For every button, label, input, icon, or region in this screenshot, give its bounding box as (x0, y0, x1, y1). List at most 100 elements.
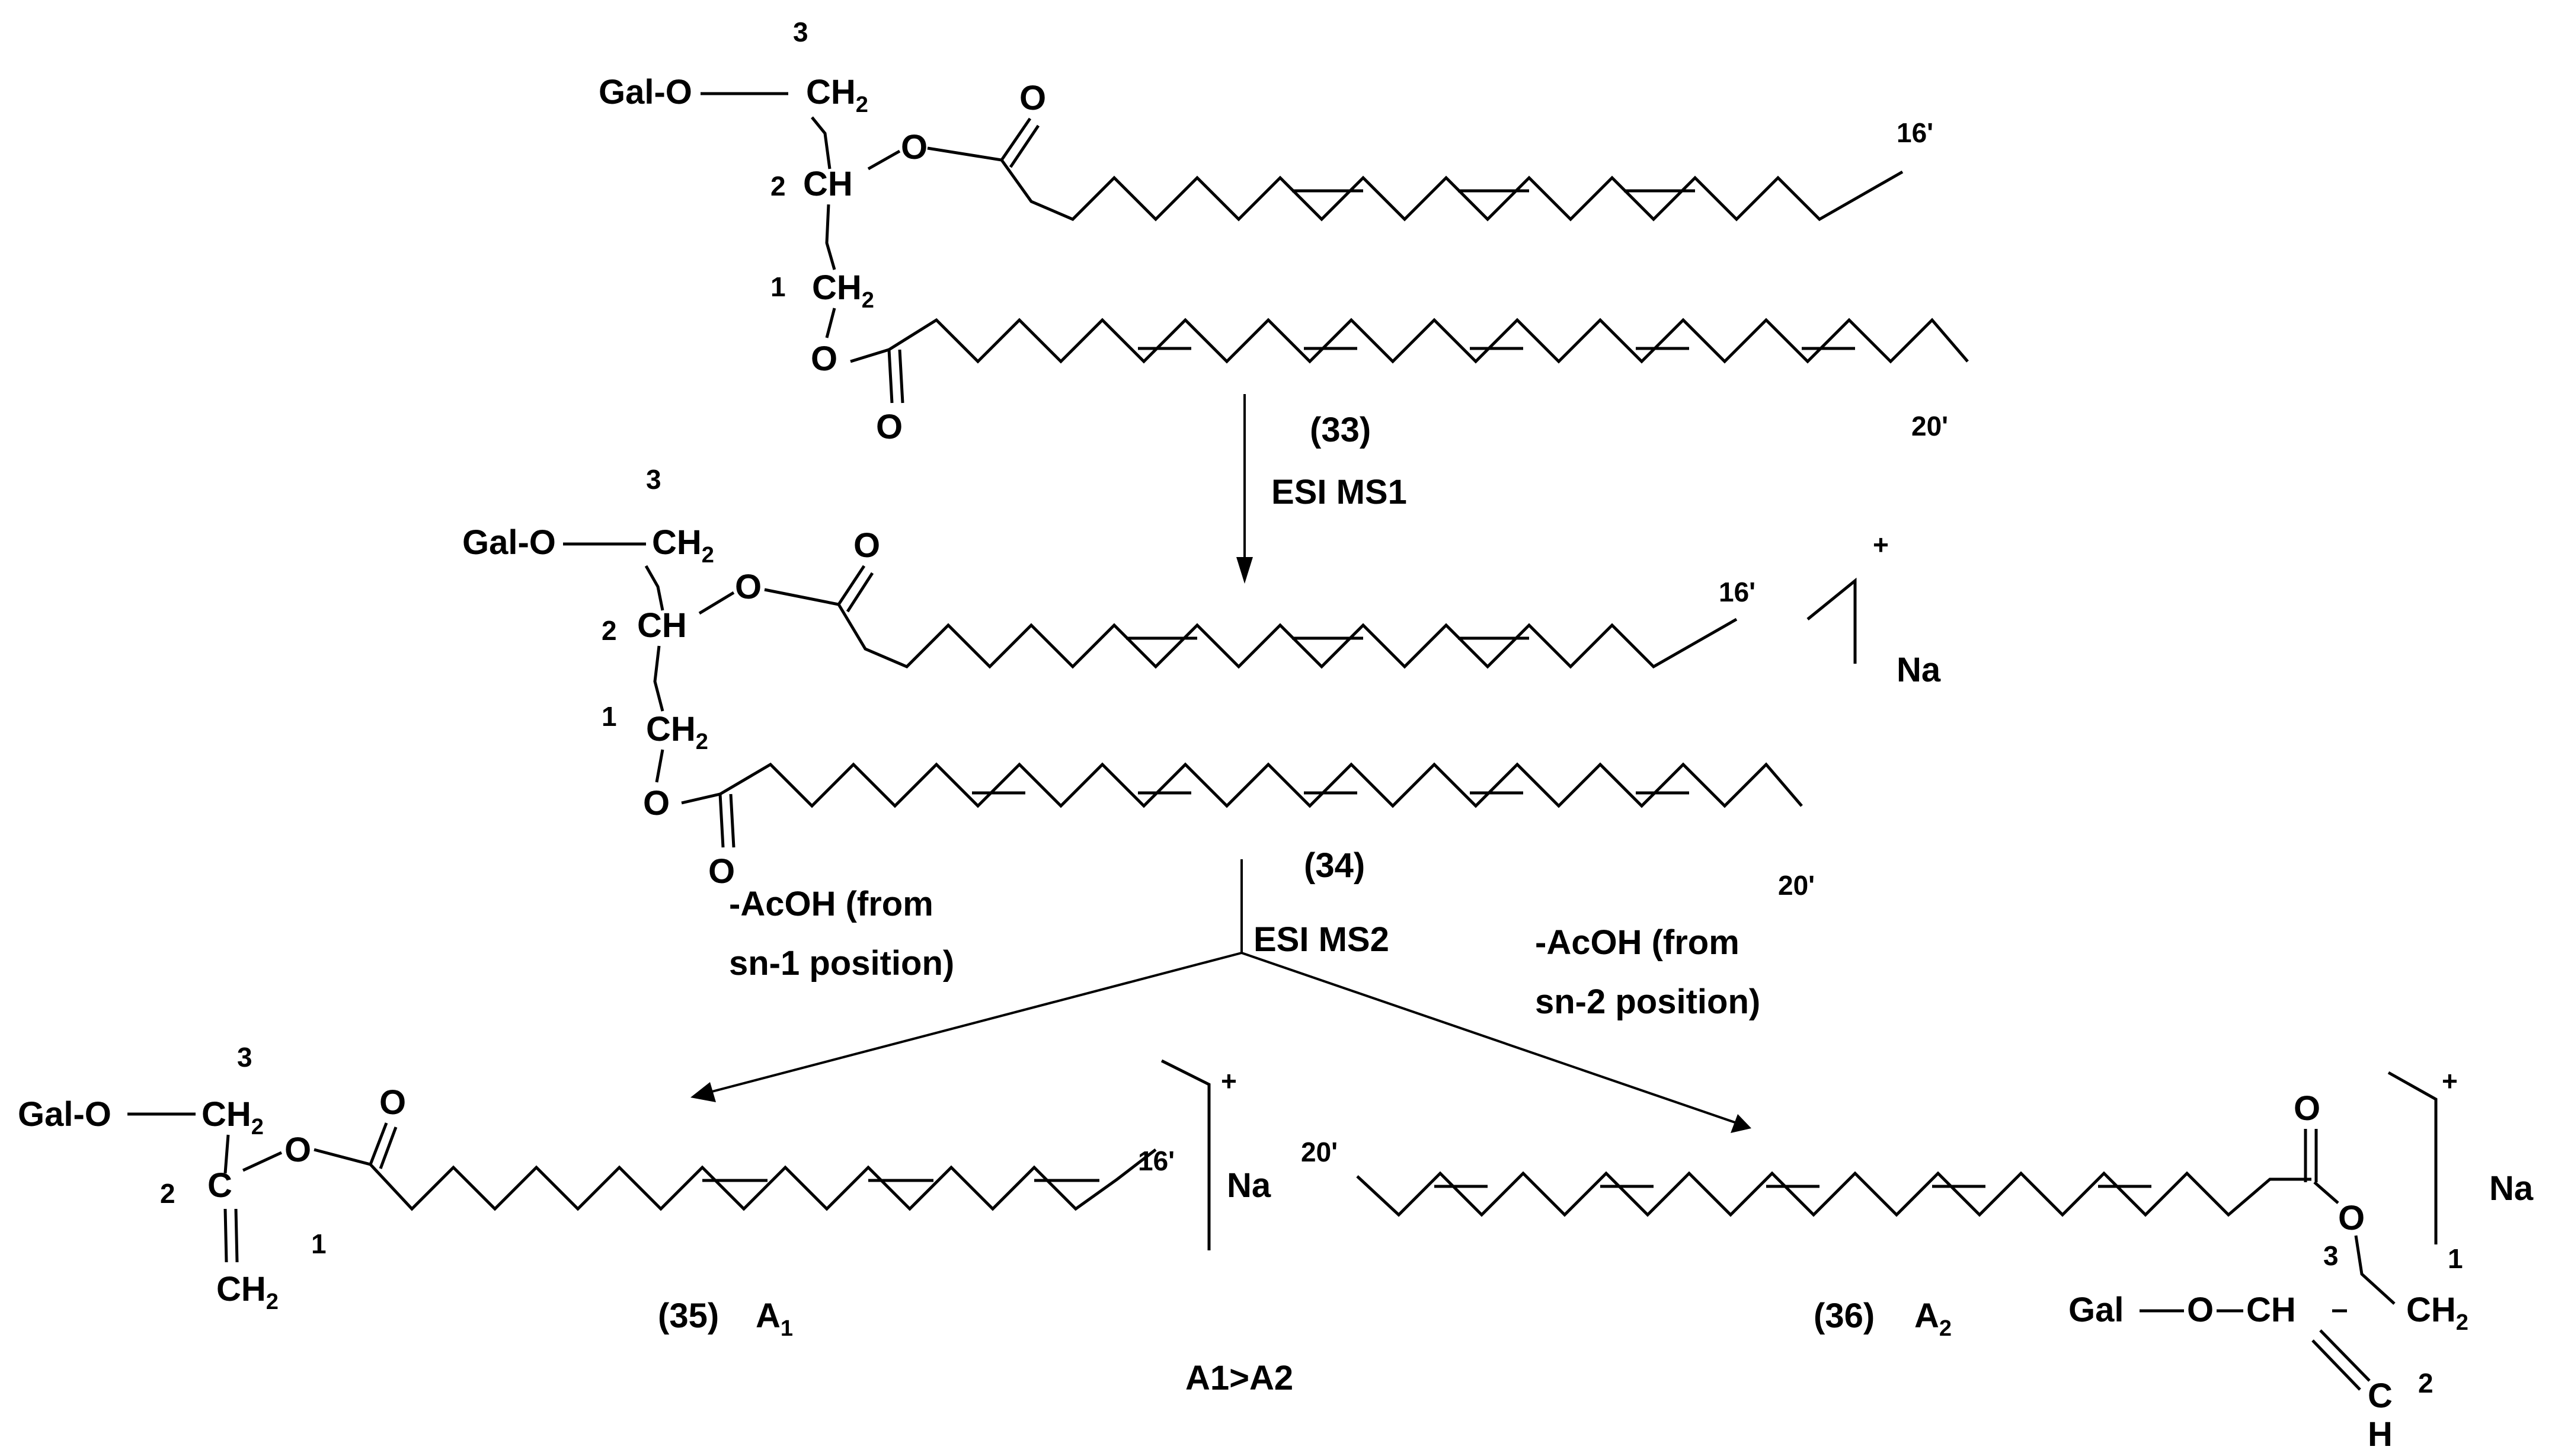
carbonyl-double-bond (369, 1122, 398, 1169)
bond-c2-o (242, 1151, 283, 1172)
charge-plus: + (1873, 529, 1889, 560)
ester-oxygen-sn2: O (735, 568, 762, 606)
compound-34-structure: Gal-O 3 CH2 2 CH 1 CH2 O O O O 16' 20' +… (462, 464, 1941, 901)
ratio-label: A1>A2 (1185, 1359, 1293, 1397)
compound-label-33: (33) (1310, 411, 1371, 449)
glycerol-backbone (811, 116, 836, 338)
loss-sn2-line1: -AcOH (from (1535, 923, 1739, 962)
sodium-label: Na (1897, 651, 1941, 689)
compound-label-36: (36) (1814, 1297, 1875, 1335)
position-2: 2 (602, 615, 617, 646)
label-h: H (2368, 1415, 2393, 1454)
label-gal: Gal (2068, 1291, 2124, 1329)
sodium-bracket (1160, 1059, 1211, 1250)
label-ch2-c3: CH2 (806, 73, 868, 117)
bond-o-carbonyl-sn1 (850, 348, 890, 363)
sodium-bracket (2387, 1071, 2438, 1244)
carbonyl-oxygen: O (379, 1083, 406, 1122)
label-ch2-c1: CH2 (812, 268, 874, 313)
product-label-a1: A1 (756, 1297, 793, 1341)
compound-label-34: (34) (1304, 846, 1365, 885)
label-gal-o: Gal-O (462, 523, 556, 562)
label-gal-o: Gal-O (599, 73, 692, 111)
acyl-chain-20 (1356, 1171, 2311, 1217)
label-ch2-c3: CH2 (652, 523, 714, 568)
label-ch2-c1: CH2 (646, 710, 708, 754)
position-3: 3 (237, 1042, 252, 1073)
bond-ch2-c2 (223, 1134, 230, 1174)
label-c-c2: C (207, 1166, 232, 1205)
loss-sn2-line2: sn-2 position) (1535, 983, 1760, 1021)
ester-oxygen: O (284, 1131, 311, 1169)
carbonyl-oxygen-sn1: O (708, 852, 735, 891)
bond-ch-o (698, 591, 735, 615)
carbonyl-double-bond-sn1 (887, 349, 904, 404)
bond-ch-o (867, 149, 901, 171)
carbon-20-label: 20' (1778, 870, 1815, 901)
glycerol-backbone (644, 565, 664, 783)
compound-36-structure: 20' O O + Na 3 1 Gal O CH CH2 C 2 H (1301, 1065, 2534, 1454)
label-ch-c3: CH (2246, 1291, 2296, 1329)
label-gal-o: Gal-O (18, 1095, 111, 1134)
ester-oxygen-sn1: O (811, 340, 837, 378)
position-2: 2 (770, 171, 786, 201)
vinyl-double-bond (223, 1208, 239, 1263)
carbonyl-oxygen-sn2: O (853, 526, 880, 565)
carbonyl-double-bond-sn2 (837, 565, 874, 613)
charge-plus: + (2442, 1065, 2458, 1096)
loss-sn1-line1: -AcOH (from (729, 885, 933, 923)
carbonyl-oxygen-sn1: O (876, 408, 903, 446)
position-1: 1 (602, 701, 617, 732)
chain-16 (764, 588, 1738, 669)
position-1: 1 (311, 1228, 327, 1259)
position-3: 3 (2323, 1240, 2339, 1271)
sodium-label: Na (1227, 1166, 1271, 1205)
carbonyl-oxygen-sn2: O (1019, 79, 1046, 117)
label-ch2-c1: CH2 (216, 1270, 279, 1314)
carbonyl-double-bond-sn2 (1000, 117, 1040, 168)
carbon-16-label: 16' (1897, 117, 1933, 148)
carbonyl-double-bond-sn1 (718, 793, 736, 848)
label-ch2-c3: CH2 (202, 1095, 264, 1140)
carbonyl-double-bond (2304, 1129, 2318, 1182)
vinyl-double-bond (2311, 1329, 2371, 1391)
ms2-branch-arrows (690, 859, 1751, 1133)
step-label-esi-ms1: ESI MS1 (1271, 473, 1407, 511)
label-o: O (2187, 1291, 2214, 1329)
label-ch2-c1: CH2 (2406, 1291, 2468, 1335)
label-c-c2: C (2368, 1377, 2393, 1415)
bond-o-carbonyl-sn1 (681, 792, 721, 805)
position-3: 3 (646, 464, 661, 495)
ester-oxygen-sn2: O (901, 128, 928, 167)
chain-20 (888, 318, 1969, 364)
acyl-chain-16 (314, 1148, 1157, 1211)
chain-20 (719, 762, 1803, 808)
product-label-a2: A2 (1914, 1297, 1952, 1341)
label-ch-c2: CH (637, 606, 687, 645)
position-1: 1 (770, 271, 786, 302)
label-ch-c2: CH (803, 165, 853, 203)
position-2: 2 (160, 1178, 175, 1209)
loss-sn1-line2: sn-1 position) (729, 944, 954, 983)
carbon-20-label: 20' (1911, 411, 1948, 441)
ester-oxygen: O (2338, 1199, 2365, 1237)
step-label-esi-ms2: ESI MS2 (1253, 920, 1389, 959)
compound-33-structure: Gal-O 3 CH2 2 CH 1 CH2 O O O O 16' 20' (599, 17, 1969, 446)
sodium-label: Na (2489, 1169, 2534, 1208)
bond-c-o-ester (2313, 1181, 2339, 1204)
ester-oxygen-sn1: O (643, 784, 670, 823)
bond-o-ch2 (2354, 1235, 2396, 1305)
chain-16 (927, 146, 1904, 222)
ms1-arrow (1236, 394, 1253, 584)
position-2: 2 (2418, 1368, 2434, 1399)
position-3: 3 (793, 17, 808, 47)
position-1: 1 (2448, 1243, 2463, 1274)
compound-label-35: (35) (658, 1297, 719, 1335)
charge-plus: + (1221, 1065, 1237, 1096)
carbon-16-label: 16' (1719, 577, 1755, 607)
compound-35-structure: Gal-O 3 CH2 O O 2 C 1 CH2 16' + Na (18, 1042, 1271, 1314)
carbon-20-label: 20' (1301, 1137, 1338, 1167)
carbonyl-oxygen: O (2294, 1089, 2320, 1128)
sodium-bracket (1806, 577, 1857, 664)
